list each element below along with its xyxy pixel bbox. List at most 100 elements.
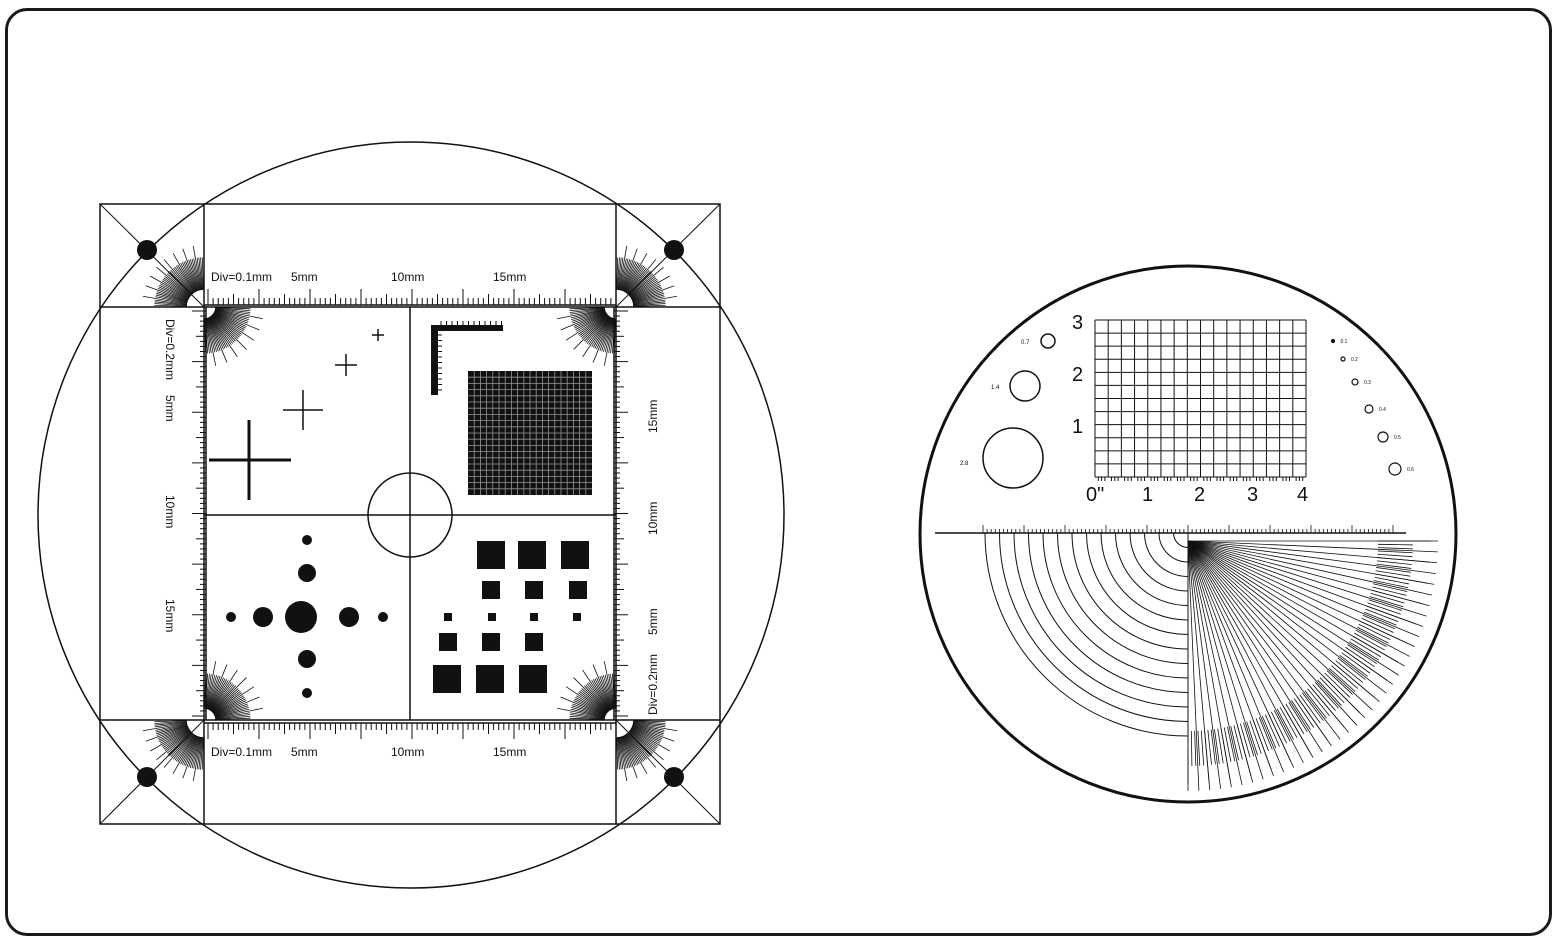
- fan-ray: [215, 703, 248, 717]
- fan-ray: [214, 312, 246, 329]
- fan-ray: [619, 737, 629, 769]
- fan-ray: [210, 316, 238, 358]
- ray-tick: [1239, 723, 1251, 758]
- fan-ray: [175, 734, 195, 762]
- fan-ray: [622, 736, 637, 766]
- ray-tick: [1200, 730, 1205, 766]
- square: [482, 633, 500, 651]
- fan-ray: [571, 706, 605, 718]
- fan-ray: [633, 724, 664, 735]
- corner-dot: [137, 240, 157, 260]
- circle-gauges: [982, 333, 1056, 489]
- scale-bottom-tick-label: 15mm: [493, 745, 526, 759]
- fan-ray: [183, 261, 198, 291]
- ray-tick: [1353, 632, 1385, 651]
- square: [569, 581, 587, 599]
- corner-dot: [664, 240, 684, 260]
- fan-ray: [582, 669, 610, 711]
- fan-ray: [632, 727, 661, 743]
- ray-tick: [1285, 703, 1305, 735]
- center-circle: [367, 472, 453, 558]
- fan-ray: [632, 725, 664, 736]
- dot: [285, 601, 317, 633]
- square: [573, 613, 581, 621]
- fan-ray: [193, 737, 201, 769]
- fan-ray: [571, 310, 605, 322]
- ray-tick: [1370, 592, 1405, 604]
- fan-ray: [163, 733, 193, 768]
- fan-ray: [620, 259, 631, 290]
- fan-ray: [208, 677, 224, 710]
- fan-ray: [621, 736, 632, 768]
- scale-left-div-label: Div=0.2mm: [163, 319, 177, 380]
- radial-rays: [1187, 540, 1438, 791]
- fan-ray: [212, 314, 239, 339]
- dot: [298, 650, 316, 668]
- concentric-arcs: [978, 532, 1189, 743]
- fan-ray: [604, 674, 614, 709]
- dot: [302, 688, 312, 698]
- fan-ray: [154, 303, 187, 307]
- scale-right-div-label: Div=0.2mm: [646, 654, 660, 715]
- ray-tick: [1357, 626, 1389, 644]
- fan-ray: [585, 315, 609, 343]
- ray: [1187, 540, 1373, 711]
- fan-ray: [206, 675, 218, 709]
- ray-tick: [1252, 719, 1272, 770]
- fan-ray: [188, 736, 199, 768]
- fan-ray: [192, 737, 202, 782]
- fan-ray: [150, 275, 189, 299]
- fan-ray: [582, 316, 610, 358]
- ray-tick: [1264, 714, 1280, 747]
- fan-ray: [157, 726, 188, 739]
- fan-ray: [573, 700, 606, 716]
- fan-ray: [198, 737, 203, 770]
- fan-ray: [592, 679, 611, 710]
- square: [519, 665, 547, 693]
- fan-ray: [206, 318, 216, 353]
- fan-ray: [630, 277, 657, 297]
- fan-ray: [579, 314, 607, 337]
- ray-tick: [1227, 726, 1236, 762]
- ray-tick: [1304, 690, 1327, 719]
- fan-ray: [631, 283, 661, 299]
- ray: [1187, 540, 1358, 726]
- scale-left-tick-label: 5mm: [163, 395, 177, 422]
- fan-ray: [155, 723, 187, 733]
- fan-ray: [170, 269, 193, 294]
- fan-ray: [569, 307, 605, 312]
- ray-tick: [1368, 599, 1403, 611]
- fan-ray: [167, 732, 192, 755]
- gauge-dot: [1377, 431, 1389, 443]
- arc: [999, 532, 1189, 722]
- scale-right-tick-label: 5mm: [646, 608, 660, 635]
- fan-ray: [608, 673, 615, 709]
- fan-ray: [215, 706, 249, 718]
- fan-ray: [162, 729, 190, 749]
- fan-ray: [622, 736, 635, 767]
- ray: [1187, 540, 1222, 789]
- fan-ray: [627, 259, 657, 294]
- fan-ray: [633, 722, 678, 732]
- fan-ray: [628, 270, 651, 295]
- fan-ray: [626, 266, 646, 293]
- left-outer-square: [99, 203, 721, 825]
- fan-ray: [183, 736, 198, 766]
- fan-ray: [163, 277, 190, 297]
- arc: [1071, 532, 1189, 650]
- fan-ray: [631, 280, 659, 298]
- fan-ray: [629, 273, 654, 296]
- fan-ray: [213, 313, 255, 341]
- ray-tick: [1373, 583, 1408, 593]
- ray-tick: [1197, 730, 1201, 766]
- fan-ray: [209, 680, 229, 710]
- fan-ray: [154, 299, 187, 305]
- fan-ray: [211, 685, 236, 712]
- ray-tick: [1377, 547, 1413, 550]
- ray-tick: [1291, 700, 1311, 730]
- fan-ray: [633, 723, 665, 731]
- fan-ray: [213, 692, 242, 714]
- fan-ray: [191, 258, 201, 290]
- fan-ray: [622, 261, 637, 291]
- fan-ray: [177, 735, 195, 763]
